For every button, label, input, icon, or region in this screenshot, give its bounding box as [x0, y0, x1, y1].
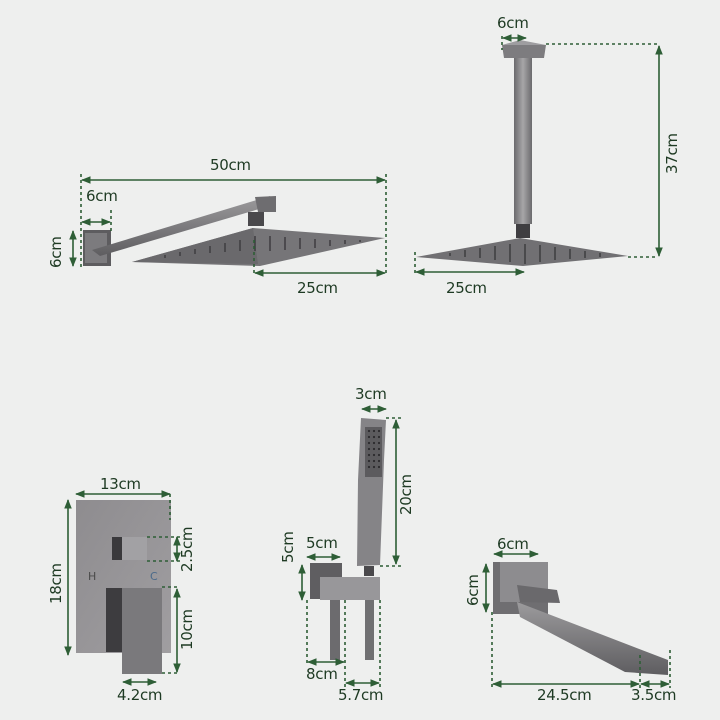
lower-lever-handle: [122, 588, 162, 674]
dim-label-handle-length: 20cm: [397, 474, 415, 515]
dim-label-holder-width: 5cm: [306, 534, 338, 552]
spout-diverter-knob: [517, 585, 560, 603]
ceiling-rain-shower-head: [416, 238, 628, 266]
dim-label-head-half-width: 25cm: [297, 279, 338, 297]
hot-marking: H: [88, 570, 96, 583]
dim-label-handle-width: 3cm: [355, 385, 387, 403]
dim-label-outlet-offset: 8cm: [306, 665, 338, 683]
dim-label-flange-height: 6cm: [47, 236, 65, 268]
dim-label-holder-height: 5cm: [279, 531, 297, 563]
ceiling-arm: [514, 58, 532, 224]
dim-label-ceiling-head-half-width: 25cm: [446, 279, 487, 297]
hand-shower-holder: [320, 577, 380, 600]
dim-label-plate-height: 18cm: [47, 563, 65, 604]
tub-spout: [482, 550, 671, 688]
spout-body: [517, 602, 668, 675]
cold-marking: C: [150, 570, 158, 583]
hand-shower-with-holder: [298, 405, 404, 690]
dim-label-spout-length: 24.5cm: [537, 686, 592, 704]
dim-label-plate-width: 13cm: [100, 475, 141, 493]
dim-label-total-length: 50cm: [210, 156, 251, 174]
dim-label-flange-width: 6cm: [86, 187, 118, 205]
dim-label-lower-handle-height: 10cm: [178, 609, 196, 650]
dim-label-hose-offset: 5.7cm: [338, 686, 384, 704]
ceiling-mounted-rain-shower: [414, 34, 663, 276]
shower-hose: [365, 600, 374, 660]
dim-label-total-height: 37cm: [663, 133, 681, 174]
mixer-valve-plate: H C: [64, 490, 181, 686]
dim-label-spout-flange-width: 6cm: [497, 535, 529, 553]
dim-label-tip-length: 3.5cm: [631, 686, 677, 704]
dim-label-spout-flange-height: 6cm: [464, 574, 482, 606]
wall-mounted-rain-shower: [69, 174, 387, 277]
shower-arm: [92, 196, 276, 256]
dim-label-lower-handle-width: 4.2cm: [117, 686, 163, 704]
dim-label-upper-handle-height: 2.5cm: [178, 526, 196, 572]
ceiling-flange: [502, 45, 546, 58]
dim-label-ceiling-flange-width: 6cm: [497, 14, 529, 32]
